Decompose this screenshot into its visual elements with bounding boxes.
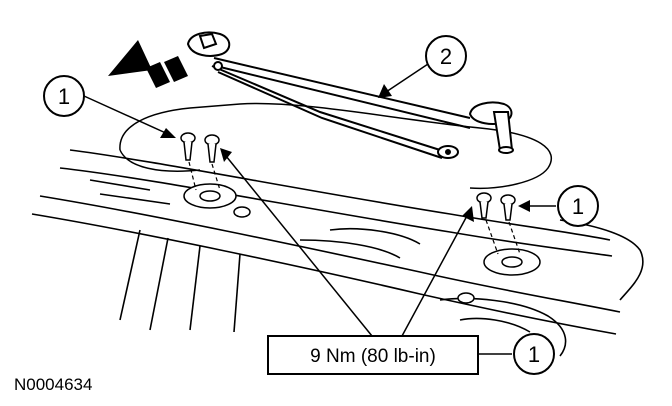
torque-spec-box: 9 Nm (80 lb-in) bbox=[267, 335, 479, 375]
figure-id: N0004634 bbox=[14, 375, 92, 394]
svg-text:1: 1 bbox=[528, 342, 540, 367]
svg-text:1: 1 bbox=[572, 194, 584, 219]
forward-direction-arrow bbox=[108, 40, 188, 88]
callout-2: 2 bbox=[425, 35, 467, 77]
torque-spec-text: 9 Nm (80 lb-in) bbox=[310, 346, 436, 367]
mount-bases bbox=[183, 183, 541, 304]
screw-right-a bbox=[476, 192, 492, 219]
callout-1-right: 1 bbox=[557, 185, 599, 227]
leader-lines bbox=[83, 63, 556, 355]
cowl-panel bbox=[31, 149, 644, 357]
callout-1-left: 1 bbox=[43, 75, 85, 117]
screw-left-b bbox=[204, 134, 220, 163]
wiper-linkage bbox=[186, 31, 514, 159]
alignment-lines bbox=[188, 161, 521, 255]
leader-arrowheads bbox=[160, 84, 530, 222]
detail-outline bbox=[119, 102, 553, 190]
svg-text:1: 1 bbox=[58, 84, 70, 109]
screws bbox=[180, 132, 516, 221]
screw-left-a bbox=[180, 132, 196, 161]
svg-text:2: 2 bbox=[440, 44, 452, 69]
callout-1-bottom: 1 bbox=[513, 333, 555, 375]
screw-right-b bbox=[500, 194, 516, 221]
